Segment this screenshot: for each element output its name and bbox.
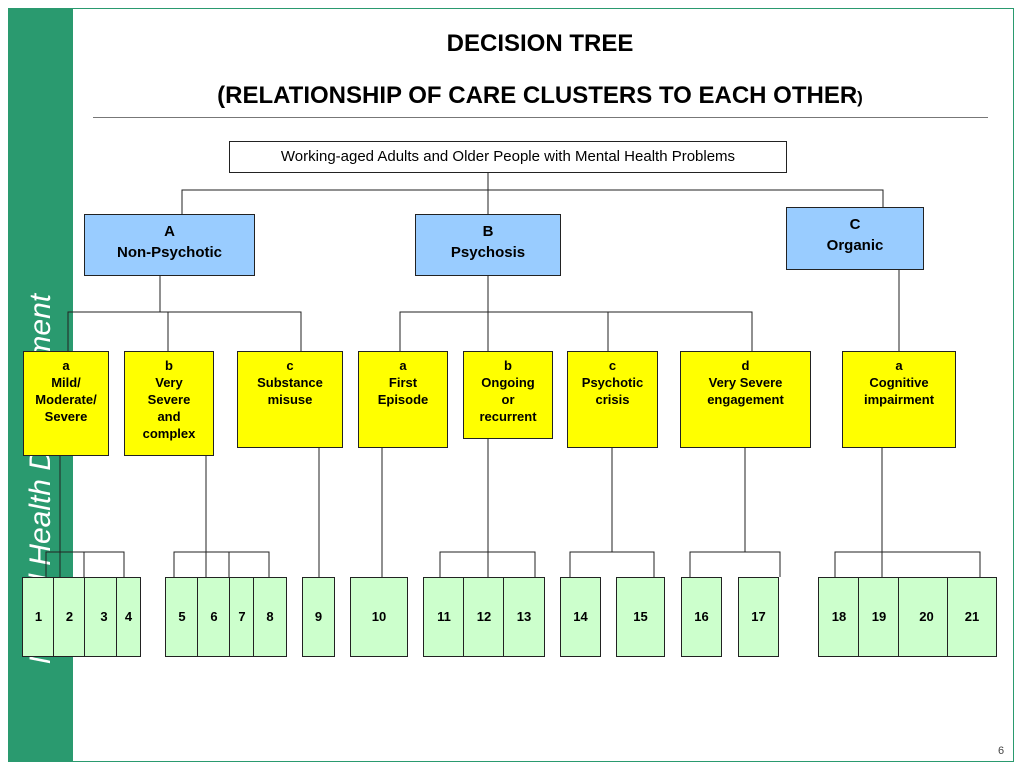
cluster-box: 6: [197, 577, 231, 657]
cluster-box: 21: [947, 577, 997, 657]
subgroup-line: complex: [142, 426, 196, 441]
subgroup-letter: a: [62, 358, 70, 373]
subgroup-box: b Very Severe and complex: [124, 351, 214, 456]
page-number: 6: [998, 745, 1005, 757]
group-letter: B: [482, 223, 494, 240]
subgroup-line: Very: [155, 375, 183, 390]
subgroup-line: Severe: [44, 409, 88, 424]
subgroup-line: impairment: [863, 392, 935, 407]
cluster-box: 7: [229, 577, 255, 657]
subgroup-line: and: [157, 409, 181, 424]
cluster-box: 16: [681, 577, 722, 657]
group-b-box: B Psychosis: [415, 214, 561, 276]
group-name: Psychosis: [450, 244, 526, 261]
cluster-box: 17: [738, 577, 779, 657]
subgroup-line: misuse: [267, 392, 313, 407]
subgroup-line: engagement: [707, 392, 784, 407]
subgroup-line: First: [388, 375, 418, 390]
subgroup-line: Mild/: [51, 375, 81, 390]
cluster-box: 20: [898, 577, 949, 657]
subgroup-box: a First Episode: [358, 351, 448, 448]
subgroup-box: a Mild/ Moderate/ Severe: [23, 351, 109, 456]
cluster-box: 4: [116, 577, 141, 657]
subgroup-box: a Cognitive impairment: [842, 351, 956, 448]
cluster-box: 10: [350, 577, 408, 657]
subgroup-box: c Psychotic crisis: [567, 351, 658, 448]
subgroup-line: Cognitive: [869, 375, 929, 390]
group-c-box: C Organic: [786, 207, 924, 270]
group-a-box: A Non-Psychotic: [84, 214, 255, 276]
subgroup-letter: a: [895, 358, 903, 373]
subgroup-line: Ongoing: [481, 375, 535, 390]
subgroup-letter: c: [286, 358, 294, 373]
subgroup-box: c Substance misuse: [237, 351, 343, 448]
cluster-box: 11: [423, 577, 465, 657]
cluster-box: 15: [616, 577, 665, 657]
subgroup-letter: b: [504, 358, 512, 373]
cluster-box: 5: [165, 577, 199, 657]
page-subtitle: (RELATIONSHIP OF CARE CLUSTERS TO EACH O…: [95, 82, 985, 110]
subgroup-box: b Ongoing or recurrent: [463, 351, 553, 439]
subgroup-letter: a: [399, 358, 407, 373]
subgroup-letter: d: [741, 358, 750, 373]
slide-frame: [8, 8, 1014, 762]
cluster-box: 1: [22, 577, 55, 657]
subgroup-line: Episode: [377, 392, 429, 407]
subgroup-box: d Very Severe engagement: [680, 351, 811, 448]
subgroup-line: Very Severe: [708, 375, 783, 390]
group-name: Organic: [826, 237, 884, 254]
page-title: DECISION TREE: [446, 30, 634, 57]
cluster-box: 12: [463, 577, 505, 657]
subgroup-letter: b: [165, 358, 173, 373]
subtitle-paren: ): [857, 88, 863, 107]
cluster-box: 13: [503, 577, 545, 657]
root-box: Working-aged Adults and Older People wit…: [229, 141, 787, 173]
group-letter: C: [849, 216, 861, 233]
subgroup-line: Psychotic: [581, 375, 644, 390]
cluster-box: 3: [84, 577, 118, 657]
title-divider: [93, 117, 988, 118]
subgroup-letter: c: [608, 358, 617, 373]
cluster-box: 19: [858, 577, 900, 657]
subgroup-line: Moderate/: [35, 392, 97, 407]
subgroup-line: or: [501, 392, 515, 407]
subgroup-line: Severe: [147, 392, 191, 407]
cluster-box: 8: [253, 577, 287, 657]
group-letter: A: [164, 223, 175, 240]
subtitle-text: (RELATIONSHIP OF CARE CLUSTERS TO EACH O…: [217, 82, 858, 109]
cluster-box: 14: [560, 577, 601, 657]
cluster-box: 18: [818, 577, 860, 657]
subgroup-line: recurrent: [479, 409, 537, 424]
subgroup-line: Substance: [257, 375, 323, 390]
group-name: Non-Psychotic: [116, 244, 222, 261]
cluster-box: 9: [302, 577, 335, 657]
cluster-box: 2: [53, 577, 86, 657]
subgroup-line: crisis: [595, 392, 630, 407]
